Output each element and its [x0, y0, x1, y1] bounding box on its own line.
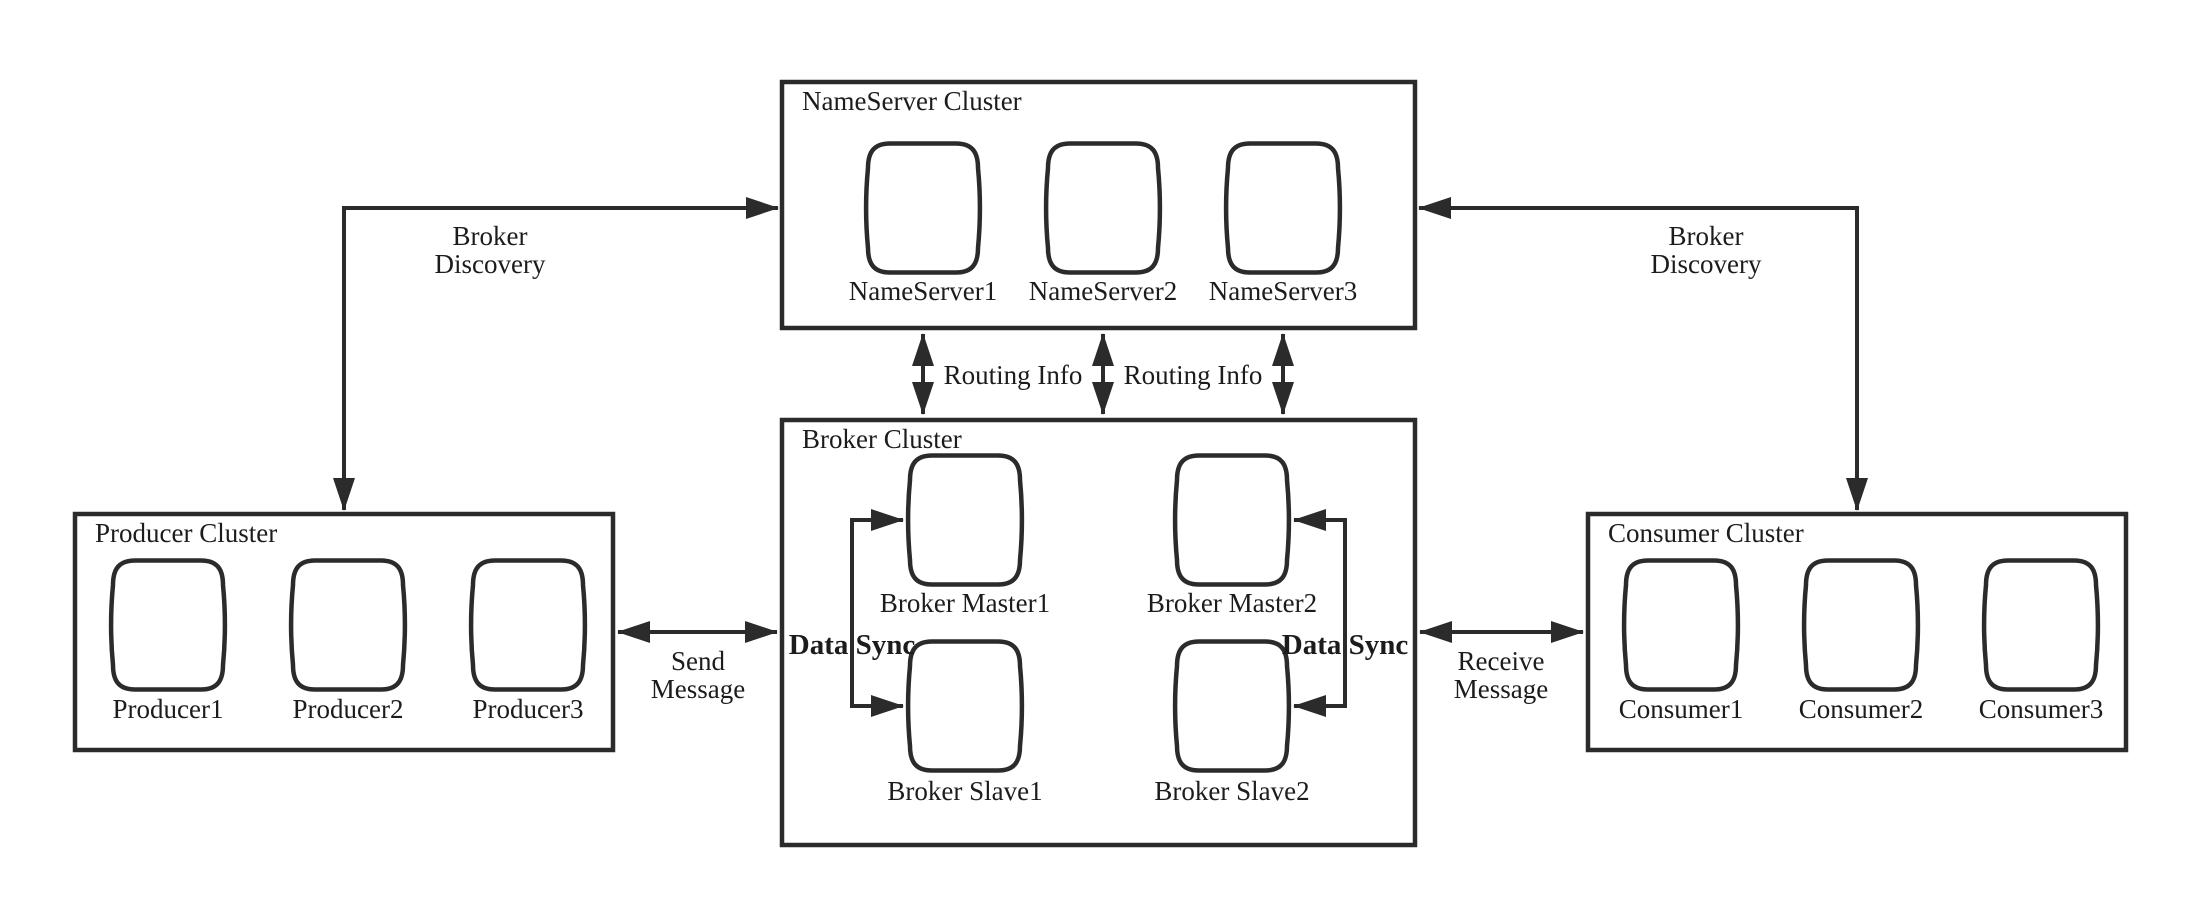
receive-message-edge: Receive Message — [1419, 621, 1584, 704]
nameserver3-node-shape — [1226, 144, 1340, 273]
nameserver2-node-shape — [1046, 144, 1160, 273]
nameserver-cluster-box — [779, 79, 1418, 331]
consumer1-label: Consumer1 — [1619, 694, 1744, 724]
nameserver1-node-shape — [866, 144, 980, 273]
producer-cluster-box — [72, 511, 616, 753]
data-sync-right-label: Data Sync — [1282, 629, 1409, 661]
broker-slave1-label: Broker Slave1 — [887, 776, 1042, 806]
consumer3-label: Consumer3 — [1979, 694, 2104, 724]
send-message-label-line1: Send — [671, 646, 726, 676]
broker-discovery-right-label-line1: Broker — [1669, 221, 1744, 251]
receive-message-label-line1: Receive — [1458, 646, 1545, 676]
consumer-cluster-box — [1585, 511, 2129, 753]
nameserver2-label: NameServer2 — [1029, 276, 1177, 306]
nameserver-cluster: NameServer Cluster NameServer1 NameServe… — [779, 79, 1418, 331]
data-sync-left-label: Data Sync — [789, 629, 916, 661]
send-message-edge: Send Message — [617, 621, 778, 704]
broker-cluster-title: Broker Cluster — [802, 424, 962, 454]
send-message-label-line2: Message — [651, 674, 745, 704]
routing-info-left-label: Routing Info — [944, 360, 1083, 390]
broker-discovery-left-label-line2: Discovery — [435, 249, 546, 279]
producer3-node-shape — [471, 561, 585, 690]
data-sync-left-arrow — [850, 509, 904, 717]
nameserver1-label: NameServer1 — [849, 276, 997, 306]
broker-slave2-node-shape — [1175, 642, 1289, 771]
consumer2-node-shape — [1804, 561, 1918, 690]
producer3-label: Producer3 — [473, 694, 584, 724]
broker-discovery-left-label-line1: Broker — [453, 221, 528, 251]
broker-slave1-node-shape — [908, 642, 1022, 771]
broker-master1-label: Broker Master1 — [880, 588, 1050, 618]
consumer-cluster-title: Consumer Cluster — [1608, 518, 1804, 548]
broker-discovery-right-edge: Broker Discovery — [1418, 197, 1868, 511]
producer1-label: Producer1 — [113, 694, 224, 724]
consumer2-label: Consumer2 — [1799, 694, 1924, 724]
broker-slave2-label: Broker Slave2 — [1154, 776, 1309, 806]
nameserver3-label: NameServer3 — [1209, 276, 1357, 306]
broker-master1-node-shape — [908, 456, 1022, 585]
producer2-node-shape — [291, 561, 405, 690]
nameserver-cluster-title: NameServer Cluster — [802, 86, 1022, 116]
broker-master2-label: Broker Master2 — [1147, 588, 1317, 618]
producer1-node-shape — [111, 561, 225, 690]
receive-message-label-line2: Message — [1454, 674, 1548, 704]
broker-discovery-right-arrow — [1418, 197, 1868, 511]
broker-discovery-right-label-line2: Discovery — [1651, 249, 1762, 279]
producer-cluster: Producer Cluster Producer1 Producer2 Pro… — [72, 511, 616, 753]
broker-cluster: Broker Cluster Broker Master1 Broker Mas… — [779, 417, 1418, 848]
broker-discovery-left-edge: Broker Discovery — [333, 197, 779, 511]
consumer3-node-shape — [1984, 561, 2098, 690]
routing-info-right-label: Routing Info — [1124, 360, 1263, 390]
producer2-label: Producer2 — [293, 694, 404, 724]
routing-info-edges: Routing Info Routing Info — [912, 333, 1294, 415]
data-sync-right-arrow — [1293, 509, 1347, 717]
broker-discovery-left-arrow — [333, 197, 779, 511]
consumer-cluster: Consumer Cluster Consumer1 Consumer2 Con… — [1585, 511, 2129, 753]
consumer1-node-shape — [1624, 561, 1738, 690]
producer-cluster-title: Producer Cluster — [95, 518, 277, 548]
broker-cluster-box — [779, 417, 1418, 848]
broker-master2-node-shape — [1175, 456, 1289, 585]
